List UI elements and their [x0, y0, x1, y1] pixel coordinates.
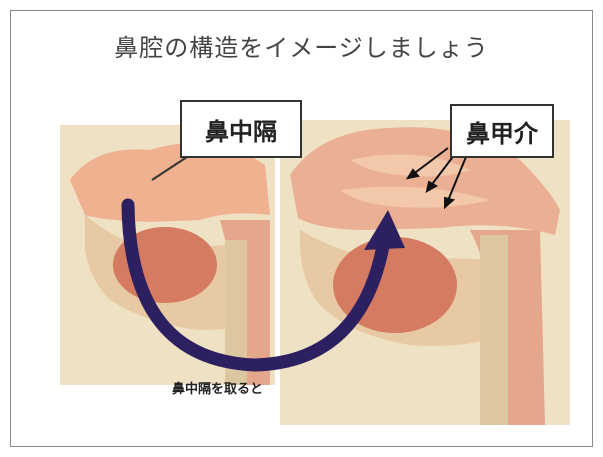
left-head-illustration — [60, 125, 275, 385]
turbinate-callout: 鼻甲介 — [450, 104, 554, 158]
action-label: 鼻中隔を取ると — [172, 378, 263, 397]
septum-callout: 鼻中隔 — [180, 100, 302, 158]
right-spine — [480, 235, 508, 425]
